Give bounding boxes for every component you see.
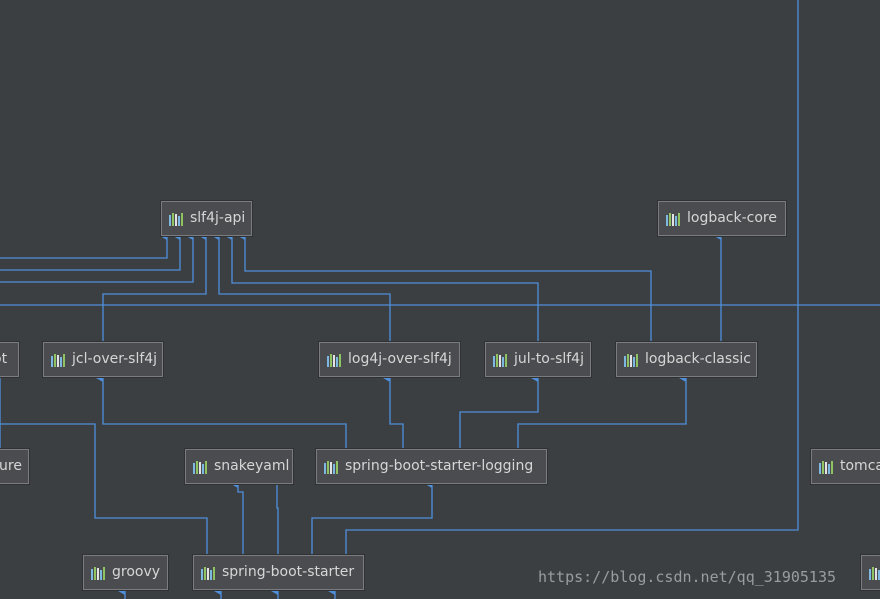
node-spring-boot-starter[interactable]: spring-boot-starter xyxy=(193,555,364,590)
edge-left-to-starter xyxy=(0,423,208,555)
library-icon xyxy=(868,566,880,580)
node-label: spring-boot-starter-logging xyxy=(345,458,534,474)
library-icon xyxy=(323,460,340,474)
node-label: spring-boot-starter xyxy=(222,564,355,580)
library-icon xyxy=(818,460,835,474)
edge-logging-to-log4j xyxy=(383,374,404,449)
library-icon xyxy=(90,566,107,580)
edge-jul-to-slf4j xyxy=(225,232,539,342)
node-label: groovy xyxy=(112,564,161,580)
node-groovy[interactable]: groovy xyxy=(83,555,168,590)
edge-starter-center-up xyxy=(276,484,279,555)
node-partial-left-1[interactable]: ot xyxy=(0,342,19,377)
edge-log4j-to-slf4j xyxy=(212,232,391,342)
library-icon xyxy=(50,353,67,367)
edge-left-a-to-slf4j xyxy=(0,232,168,259)
edge-logging-to-jul xyxy=(459,374,539,449)
node-logback-classic[interactable]: logback-classic xyxy=(616,342,757,377)
edge-right-vertical xyxy=(345,0,799,555)
edge-left-b-to-slf4j xyxy=(0,232,181,271)
library-icon xyxy=(192,460,209,474)
node-label: ure xyxy=(0,458,22,474)
node-partial-right-1[interactable]: tomca xyxy=(811,449,880,484)
node-slf4j-api[interactable]: slf4j-api xyxy=(161,201,252,236)
node-label: log4j-over-slf4j xyxy=(348,351,452,367)
library-icon xyxy=(623,353,640,367)
node-logback-core[interactable]: logback-core xyxy=(658,201,786,236)
node-label: snakeyaml xyxy=(214,458,290,474)
node-label: ot xyxy=(0,351,8,367)
edge-starter-to-logging xyxy=(311,480,433,555)
node-jul-to-slf4j[interactable]: jul-to-slf4j xyxy=(485,342,591,377)
edge-logback-classic-to-slf4j xyxy=(238,232,652,342)
edge-jcl-to-slf4j xyxy=(102,232,207,342)
node-partial-right-2[interactable] xyxy=(861,555,880,590)
watermark: https://blog.csdn.net/qq_31905135 xyxy=(538,568,837,586)
node-partial-left-2[interactable]: ure xyxy=(0,449,29,484)
library-icon xyxy=(200,566,217,580)
library-icon xyxy=(492,353,509,367)
edge-starter-to-snakeyaml xyxy=(231,480,244,555)
library-icon xyxy=(326,353,343,367)
edge-left-c-to-slf4j xyxy=(0,232,194,283)
node-label: slf4j-api xyxy=(190,210,246,226)
edge-logging-to-logback-classic xyxy=(517,374,687,449)
node-label: logback-classic xyxy=(645,351,752,367)
node-label: jcl-over-slf4j xyxy=(72,351,158,367)
node-label: tomca xyxy=(840,458,880,474)
node-spring-boot-starter-logging[interactable]: spring-boot-starter-logging xyxy=(316,449,547,484)
library-icon xyxy=(665,212,682,226)
node-snakeyaml[interactable]: snakeyaml xyxy=(185,449,293,484)
node-label: logback-core xyxy=(687,210,777,226)
node-label: jul-to-slf4j xyxy=(514,351,584,367)
library-icon xyxy=(168,212,185,226)
node-jcl-over-slf4j[interactable]: jcl-over-slf4j xyxy=(43,342,163,377)
node-log4j-over-slf4j[interactable]: log4j-over-slf4j xyxy=(319,342,460,377)
edge-logging-to-jcl xyxy=(96,374,347,449)
